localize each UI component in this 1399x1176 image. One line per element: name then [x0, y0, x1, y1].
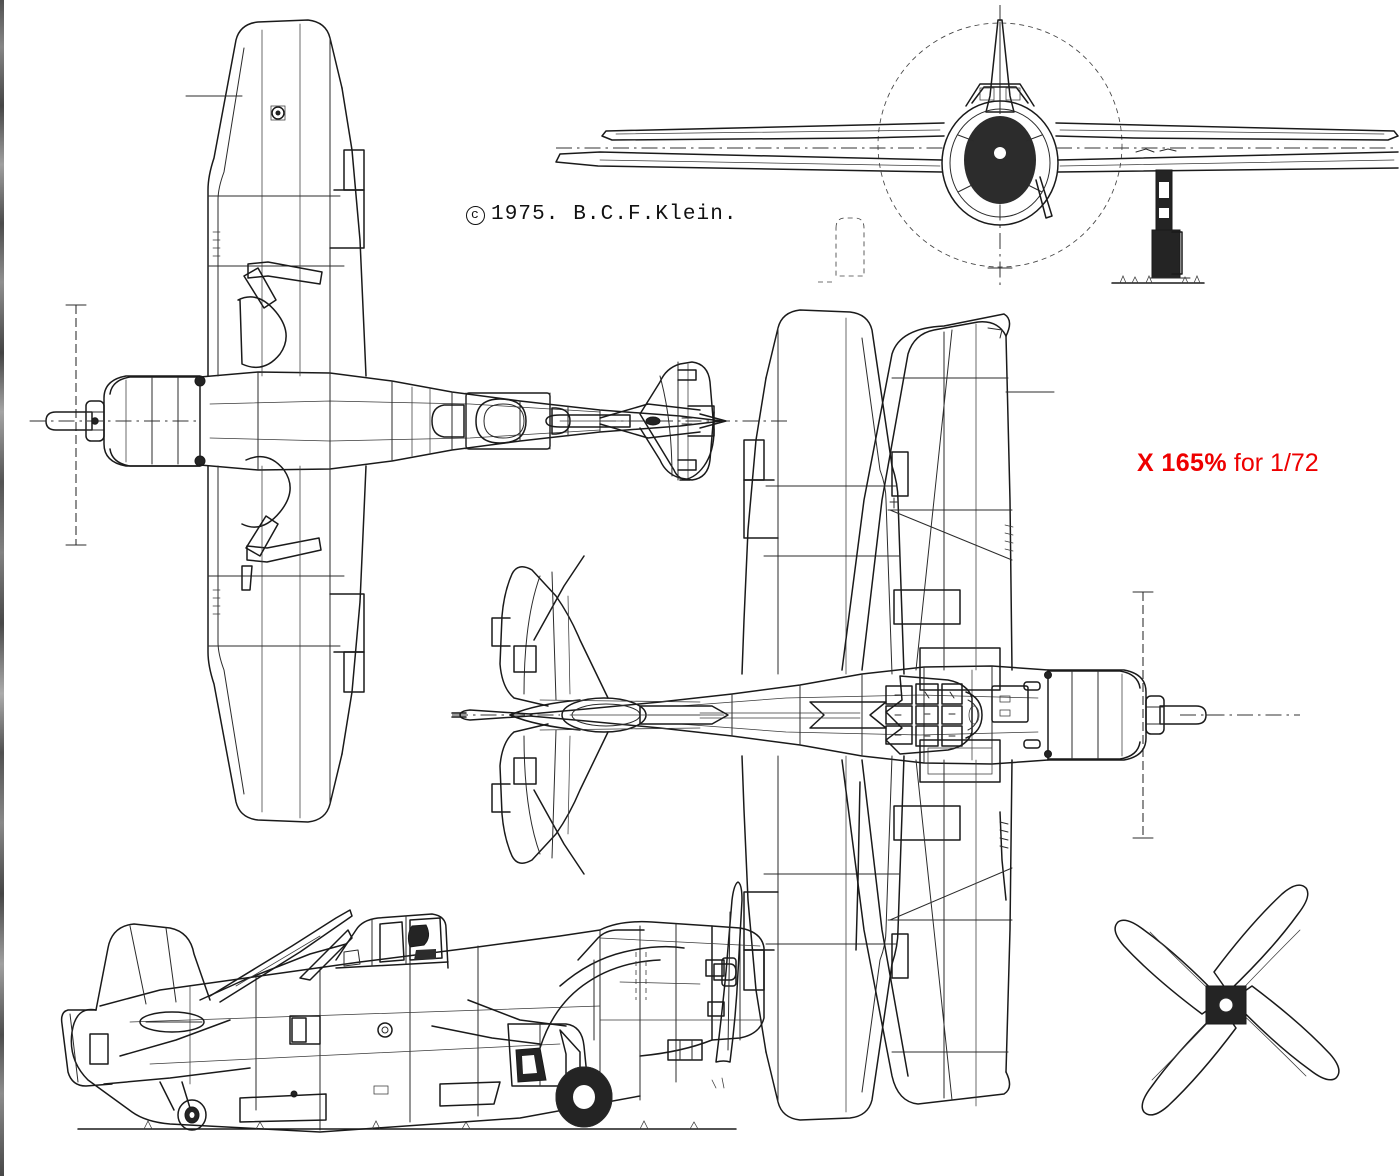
propeller-hub [1205, 985, 1247, 1025]
cockpit-canopy-top [431, 392, 571, 450]
ground-line-front [1111, 275, 1205, 284]
tailplane-top [545, 361, 727, 481]
tail-cone-bottom [451, 555, 729, 875]
tailwheel-side [159, 1081, 207, 1131]
gear-door-outline-front [818, 217, 865, 283]
propeller-spinner-top [29, 400, 105, 442]
engine-cowling-top [103, 375, 206, 467]
main-gear-side [431, 999, 613, 1128]
scan-edge-artifact [0, 0, 4, 1176]
copyright-text: 1975. B.C.F.Klein. [491, 203, 738, 226]
scale-annotation: X 165% for 1/72 [1137, 449, 1319, 478]
bottom-plan-centerlines [452, 591, 1300, 839]
ground-line-side [77, 1120, 737, 1130]
vertical-fin-side [60, 909, 353, 1087]
main-landing-gear-front [1149, 169, 1191, 279]
cockpit-floor-detail [699, 675, 983, 755]
propeller-arc [877, 5, 1123, 285]
engine-cowl-side [539, 929, 725, 1061]
wing-top [185, 19, 367, 823]
cockpit-canopy-side [299, 913, 449, 981]
vertical-fin-rudder [841, 313, 1055, 1107]
copyright-notice: c 1975. B.C.F.Klein. [466, 203, 738, 226]
scale-target-label: for 1/72 [1233, 449, 1319, 477]
scale-factor-label: X 165% [1137, 449, 1227, 477]
wing-front-elevation [555, 122, 1399, 219]
copyright-symbol-icon: c [466, 206, 485, 225]
fuselage-top [199, 371, 723, 471]
tailplane-bottom [491, 566, 701, 864]
engine-cowling-front [941, 83, 1059, 226]
propeller-blade-front [985, 19, 1015, 113]
propeller-side [711, 881, 743, 1089]
